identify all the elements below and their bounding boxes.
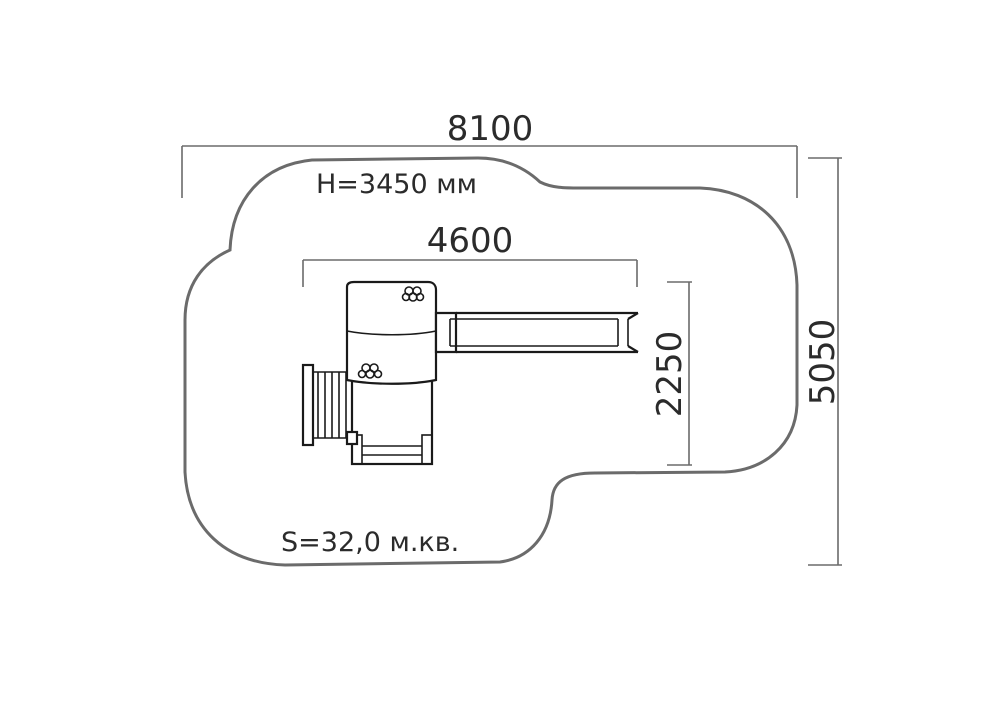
- dimension-label-equipment-depth: 2250: [650, 331, 690, 418]
- dimension-equipment-width: 4600: [302, 221, 638, 287]
- safety-zone-outline: [183, 156, 799, 567]
- tower-roof: [345, 280, 438, 385]
- dimension-overall-width: 8100: [181, 109, 798, 198]
- tower-platform: [350, 376, 434, 466]
- height-note: H=3450 мм: [316, 169, 477, 200]
- slide: [434, 311, 639, 354]
- area-note: S=32,0 м.кв.: [281, 527, 459, 558]
- dimension-overall-depth: 5050: [803, 157, 843, 566]
- dimension-label-equipment-width: 4600: [427, 221, 514, 261]
- dimension-equipment-depth: 2250: [650, 281, 692, 466]
- ladder: [301, 363, 359, 447]
- dimension-label-overall-width: 8100: [447, 109, 534, 149]
- flower-icon: [401, 286, 425, 302]
- tower-post-right: [421, 434, 433, 465]
- dimension-label-overall-depth: 5050: [803, 319, 843, 406]
- play-equipment: [301, 280, 639, 466]
- flower-icon: [357, 363, 383, 379]
